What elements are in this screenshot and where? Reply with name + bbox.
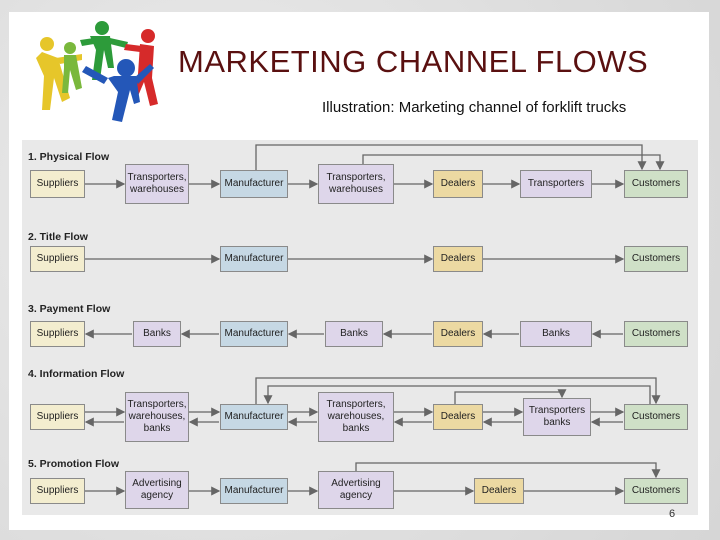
box-physical-transporters-1: Transporters, warehouses	[125, 164, 189, 204]
box-payment-banks-3: Banks	[520, 321, 592, 347]
box-promo-agency-2: Advertising agency	[318, 471, 394, 509]
box-payment-banks-2: Banks	[325, 321, 383, 347]
box-promo-manufacturer: Manufacturer	[220, 478, 288, 504]
box-physical-manufacturer: Manufacturer	[220, 170, 288, 198]
box-info-transporters-1: Transporters, warehouses, banks	[125, 392, 189, 442]
people-circle-icon	[36, 21, 158, 122]
box-info-customers: Customers	[624, 404, 688, 430]
flow-label-promotion: 5. Promotion Flow	[28, 458, 119, 470]
arrow-physical-bypass-1	[255, 144, 647, 171]
box-physical-transporters-3: Transporters	[520, 170, 592, 198]
box-promo-customers: Customers	[624, 478, 688, 504]
box-physical-customers: Customers	[624, 170, 688, 198]
box-info-manufacturer: Manufacturer	[220, 404, 288, 430]
page-number: 6	[669, 508, 676, 520]
box-title-manufacturer: Manufacturer	[220, 246, 288, 272]
box-payment-customers: Customers	[624, 321, 688, 347]
box-physical-transporters-2: Transporters, warehouses	[318, 164, 394, 204]
flow-label-physical: 1. Physical Flow	[28, 151, 110, 163]
box-title-dealers: Dealers	[433, 246, 483, 272]
box-payment-dealers: Dealers	[433, 321, 483, 347]
page-subtitle: Illustration: Marketing channel of forkl…	[322, 99, 627, 116]
arrow-info-top-2	[263, 385, 651, 405]
box-info-transporters-3: Transporters banks	[523, 398, 591, 436]
box-promo-agency-1: Advertising agency	[125, 471, 189, 509]
flow-label-payment: 3. Payment Flow	[28, 303, 111, 315]
arrow-info-top-3	[454, 389, 567, 404]
box-physical-dealers: Dealers	[433, 170, 483, 198]
page-title: MARKETING CHANNEL FLOWS	[178, 44, 649, 79]
flow-label-title: 2. Title Flow	[28, 231, 88, 243]
flow-label-information: 4. Information Flow	[28, 368, 125, 380]
box-payment-suppliers: Suppliers	[30, 321, 85, 347]
box-physical-suppliers: Suppliers	[30, 170, 85, 198]
arrow-promo-bypass	[355, 462, 661, 479]
header-area	[24, 20, 698, 120]
box-info-suppliers: Suppliers	[30, 404, 85, 430]
box-info-dealers: Dealers	[433, 404, 483, 430]
arrow-physical-bypass-2	[362, 154, 665, 171]
box-title-customers: Customers	[624, 246, 688, 272]
box-promo-suppliers: Suppliers	[30, 478, 85, 504]
box-info-transporters-2: Transporters, warehouses, banks	[318, 392, 394, 442]
box-payment-manufacturer: Manufacturer	[220, 321, 288, 347]
box-payment-banks-1: Banks	[133, 321, 181, 347]
arrow-info-top-1	[255, 377, 661, 405]
box-promo-dealers: Dealers	[474, 478, 524, 504]
box-title-suppliers: Suppliers	[30, 246, 85, 272]
